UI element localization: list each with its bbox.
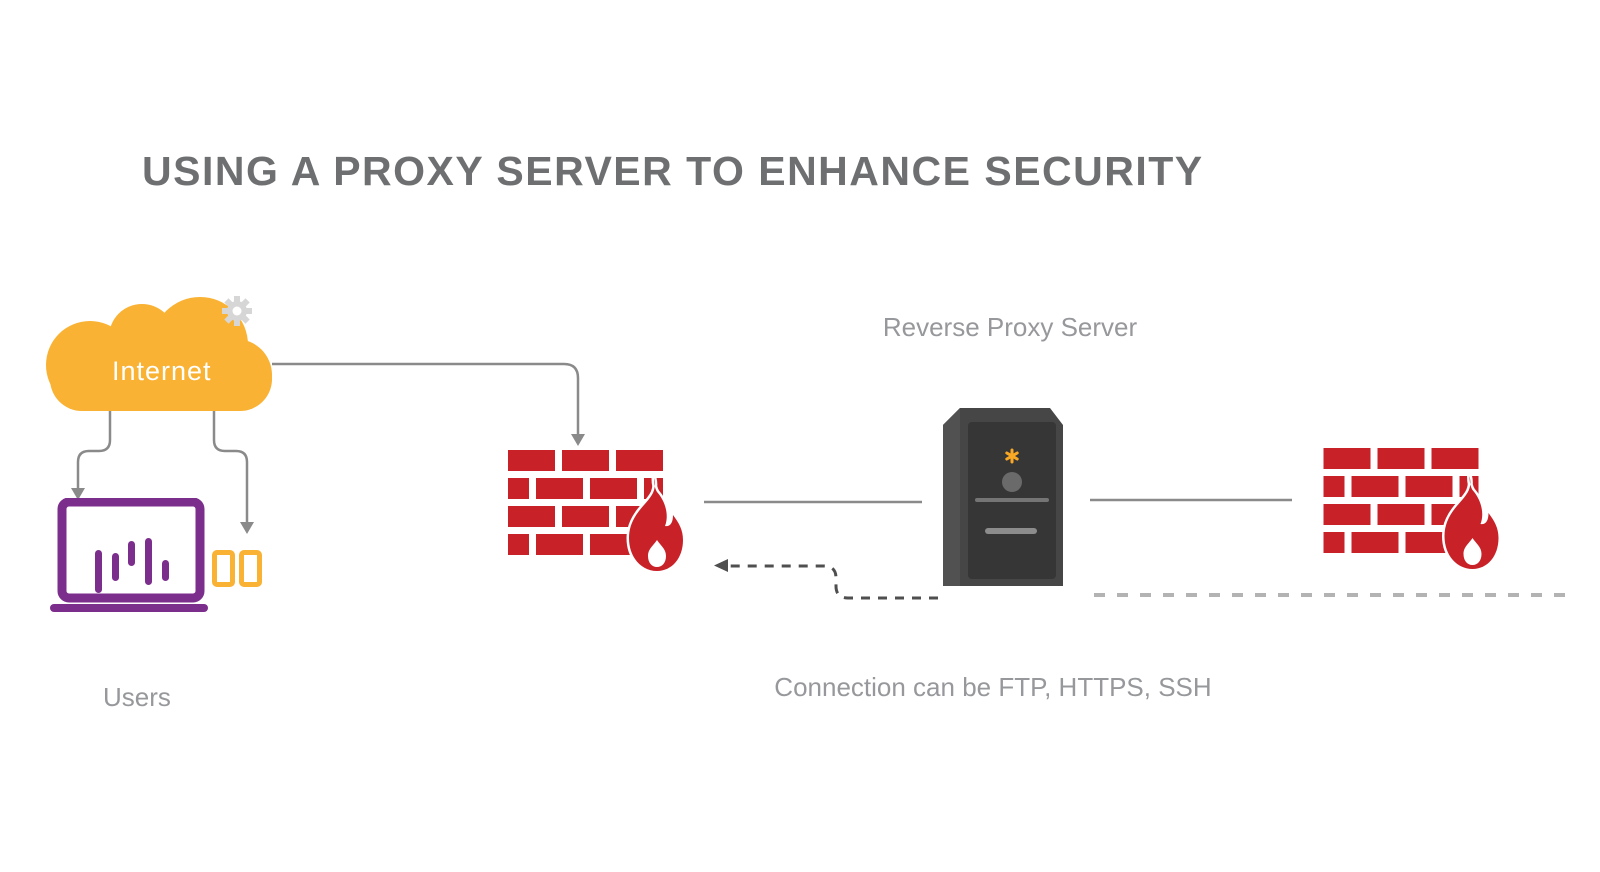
firewall-right-icon bbox=[1323, 448, 1501, 572]
arrow-internet-to-phones bbox=[212, 398, 249, 524]
reverse-proxy-label: Reverse Proxy Server bbox=[882, 312, 1138, 342]
connection-note-label: Connection can be FTP, HTTPS, SSH bbox=[774, 672, 1212, 702]
laptop-base bbox=[50, 604, 208, 612]
flame-icon bbox=[626, 475, 686, 574]
dashed-return-server-to-firewall-left bbox=[728, 564, 938, 600]
server-drive-bay bbox=[985, 528, 1037, 534]
diagram-title: USING A PROXY SERVER TO ENHANCE SECURITY bbox=[142, 148, 1204, 194]
arrowhead-left-dashed bbox=[714, 559, 728, 572]
cloud-icon bbox=[46, 297, 272, 411]
smartphone-icon bbox=[212, 550, 235, 587]
server-led-icon bbox=[1005, 448, 1019, 464]
arrow-internet-to-firewall-left bbox=[272, 362, 580, 436]
users-label: Users bbox=[103, 682, 171, 712]
arrowhead-down-phones bbox=[240, 522, 254, 534]
firewall-left-icon bbox=[508, 450, 686, 574]
arrowhead-down-firewall bbox=[571, 434, 585, 446]
server-button-icon bbox=[1002, 472, 1022, 492]
arrowhead-down-laptop bbox=[71, 488, 85, 500]
server-slot bbox=[975, 498, 1049, 502]
laptop-icon bbox=[50, 498, 208, 612]
arrow-internet-to-laptop bbox=[76, 398, 112, 490]
flame-icon bbox=[1442, 473, 1501, 572]
internet-cloud-label: Internet bbox=[112, 356, 212, 386]
smartphone-icon bbox=[239, 550, 262, 587]
signal-bars-icon bbox=[95, 538, 169, 593]
gear-icon bbox=[222, 296, 252, 326]
server-tower-icon bbox=[943, 408, 1063, 586]
